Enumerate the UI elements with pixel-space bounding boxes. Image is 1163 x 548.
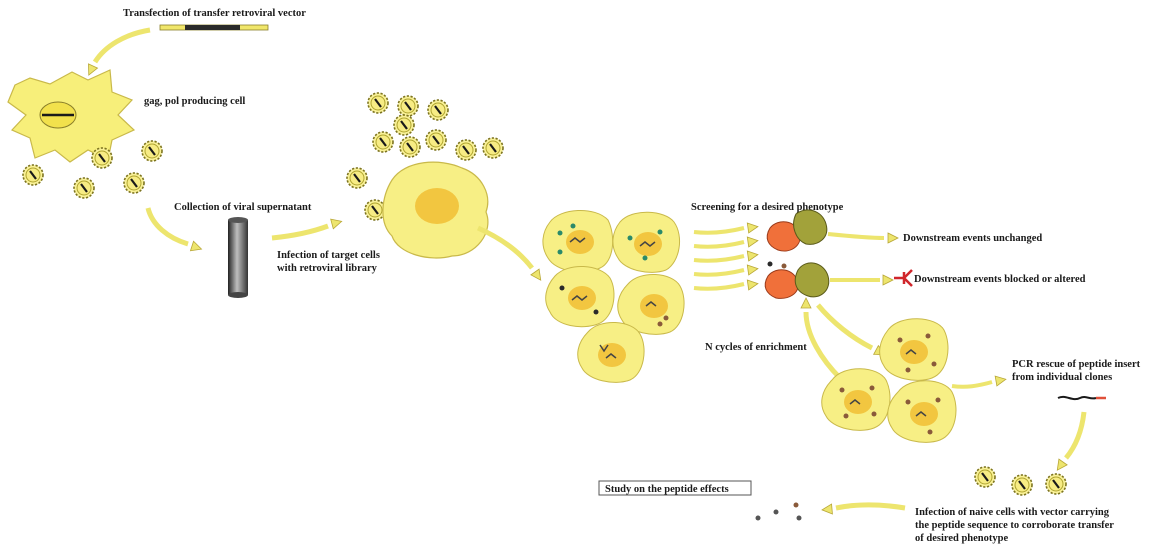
arrow-to-tube: [148, 208, 188, 244]
arrow-target-to-colonies: [478, 228, 532, 268]
label-producing-cell: gag, pol producing cell: [144, 96, 245, 107]
label-collection: Collection of viral supernatant: [174, 202, 312, 213]
label-screening: Screening for a desired phenotype: [691, 202, 844, 213]
infected-cell: [546, 266, 614, 326]
collection-tube: [228, 217, 248, 298]
label-enrichment: N cycles of enrichment: [705, 342, 807, 353]
label-naive-line3: of desired phenotype: [915, 533, 1008, 544]
label-infection-line2: with retroviral library: [277, 263, 378, 274]
arrow-enrichment-down: [818, 305, 872, 348]
arrow-tube-to-target: [272, 226, 328, 238]
label-pcr-line2: from individual clones: [1012, 372, 1112, 383]
label-naive-line2: the peptide sequence to corroborate tran…: [915, 520, 1114, 531]
infected-cell-cluster: [543, 210, 684, 382]
infected-cell: [613, 212, 680, 272]
target-cell-nucleus: [415, 188, 459, 224]
label-infection-line1: Infection of target cells: [277, 250, 380, 261]
peptide-insert: [1058, 397, 1106, 399]
label-study: Study on the peptide effects: [605, 484, 729, 495]
inhibitor-symbol: [894, 270, 912, 286]
arrow-vector-to-cell: [95, 30, 150, 62]
label-naive-line1: Infection of naive cells with vector car…: [915, 507, 1110, 518]
receptor-blocked: [765, 262, 829, 299]
label-downstream-blocked: Downstream events blocked or altered: [914, 274, 1086, 285]
arrow-to-pcr: [952, 382, 992, 387]
infected-cell: [578, 322, 644, 382]
enriched-cell: [888, 381, 956, 443]
arrow-to-study: [836, 505, 905, 508]
receptor-unbound: [767, 210, 827, 251]
arrow-pcr-down: [1066, 412, 1084, 458]
enriched-cell-cluster: [822, 319, 956, 443]
enriched-cell: [822, 369, 890, 431]
screening-arrows: [694, 222, 759, 290]
label-downstream-unchanged: Downstream events unchanged: [903, 233, 1042, 244]
label-pcr-line1: PCR rescue of peptide insert: [1012, 359, 1141, 370]
viruses-recombinant: [975, 467, 1066, 495]
label-transfection: Transfection of transfer retroviral vect…: [123, 8, 306, 19]
retroviral-vector: [160, 25, 268, 30]
peptide-dots: [756, 503, 802, 521]
arrow-to-unchanged: [828, 234, 884, 238]
enriched-cell: [880, 319, 948, 381]
study-box: Study on the peptide effects: [599, 481, 751, 495]
infected-cell: [543, 210, 613, 272]
